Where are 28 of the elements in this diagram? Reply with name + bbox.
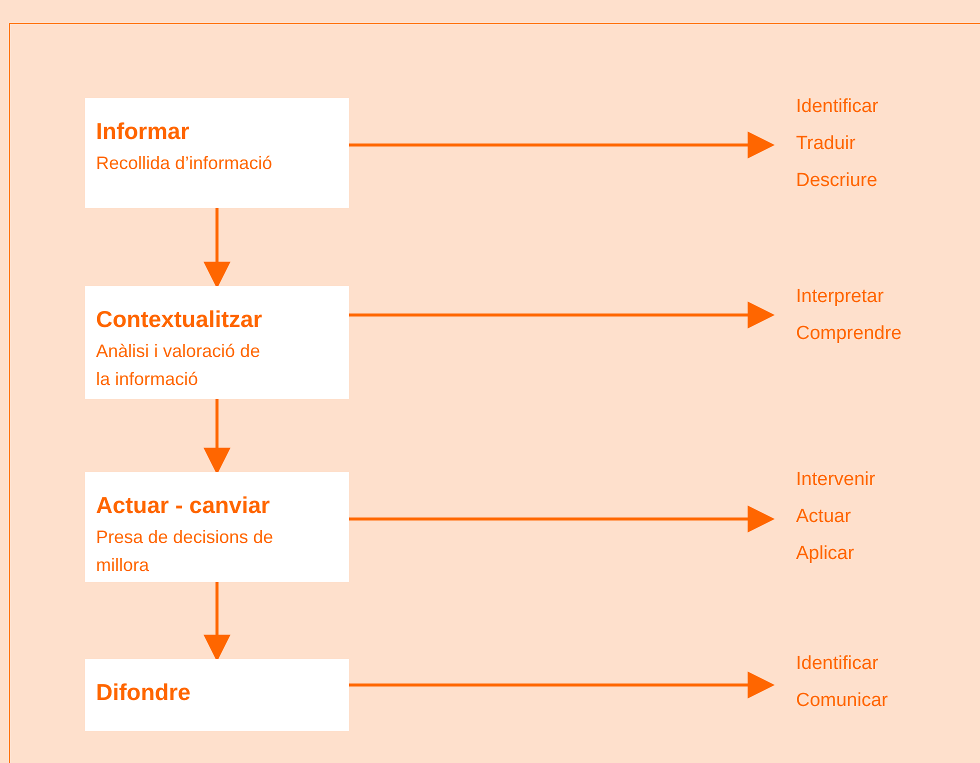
arrow bbox=[349, 302, 775, 328]
step-description: Recollida d’informació bbox=[96, 152, 274, 175]
action-verb: Intervenir bbox=[796, 468, 876, 492]
arrow bbox=[204, 399, 230, 475]
action-verb: Interpretar bbox=[796, 285, 884, 309]
action-verb: Comprendre bbox=[796, 322, 902, 346]
step-box bbox=[85, 98, 349, 208]
action-verb: Aplicar bbox=[796, 542, 854, 566]
action-verb: Actuar bbox=[796, 505, 851, 529]
action-verb: Descriure bbox=[796, 169, 878, 193]
step-title: Actuar - canviar bbox=[96, 492, 271, 518]
arrow bbox=[349, 132, 775, 158]
step-box bbox=[85, 472, 349, 582]
step-box bbox=[85, 659, 349, 731]
step-description: Anàlisi i valoració de la informació bbox=[96, 340, 262, 391]
step-description: Presa de decisions de millora bbox=[96, 526, 274, 577]
action-verb: Traduir bbox=[796, 132, 856, 156]
step-box bbox=[85, 286, 349, 399]
arrow bbox=[204, 582, 230, 662]
step-title: Difondre bbox=[96, 679, 192, 705]
arrow bbox=[349, 672, 775, 698]
step-title: Contextualitzar bbox=[96, 306, 264, 332]
step-title: Informar bbox=[96, 118, 190, 144]
action-verb: Comunicar bbox=[796, 689, 888, 713]
arrow bbox=[204, 208, 230, 289]
arrow bbox=[349, 506, 775, 532]
action-verb: Identificar bbox=[796, 95, 878, 119]
action-verb: Identificar bbox=[796, 652, 878, 676]
